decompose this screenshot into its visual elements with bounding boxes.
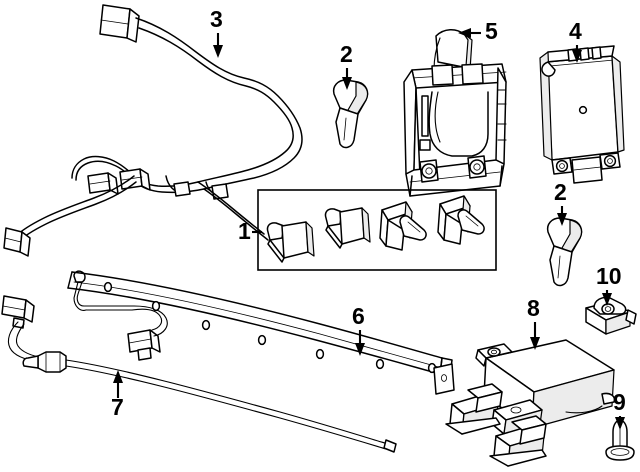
leader-10 [602,290,612,306]
callout-number-1: 1 [238,218,251,244]
sensor-variant-b[interactable] [324,207,371,249]
part-10-retainer-clip[interactable] [585,296,637,335]
sensor-variant-c[interactable] [379,201,427,251]
part-9-push-pin[interactable] [605,419,635,461]
part-7-sensor-cable[interactable] [1,270,397,453]
callout-number-3: 3 [210,6,223,32]
sensor-variant-d[interactable] [437,195,485,245]
leader-9 [615,416,625,430]
callout-number-7: 7 [111,394,124,420]
leader-7 [113,370,123,398]
sensor-variant-a[interactable] [266,221,315,263]
part-2-sensor-upper[interactable] [332,79,369,149]
leader-3 [213,33,223,58]
callout-number-2-right: 2 [554,179,567,205]
leader-2-upper [342,68,352,90]
leader-5 [458,28,481,38]
part-4-control-module[interactable] [539,45,625,184]
leader-4 [572,45,582,63]
part-2-sensor-right[interactable] [546,217,583,287]
callout-number-4: 4 [569,18,582,44]
leader-8 [530,322,540,350]
part-6-mounting-rail[interactable] [67,271,453,377]
callout-number-9: 9 [613,389,626,415]
callout-number-5: 5 [485,18,498,44]
callout-number-6: 6 [352,303,365,329]
part-8-control-module-lower[interactable] [433,339,616,467]
callout-number-8: 8 [527,295,540,321]
leader-6 [355,330,365,356]
callout-number-2-upper: 2 [340,41,353,67]
part-3-wire-harness[interactable] [3,4,303,257]
part-1-sensor-group[interactable] [257,189,497,271]
part-5-module-bracket[interactable] [403,29,507,197]
callout-number-10: 10 [596,263,622,289]
leader-2-right [557,206,567,226]
